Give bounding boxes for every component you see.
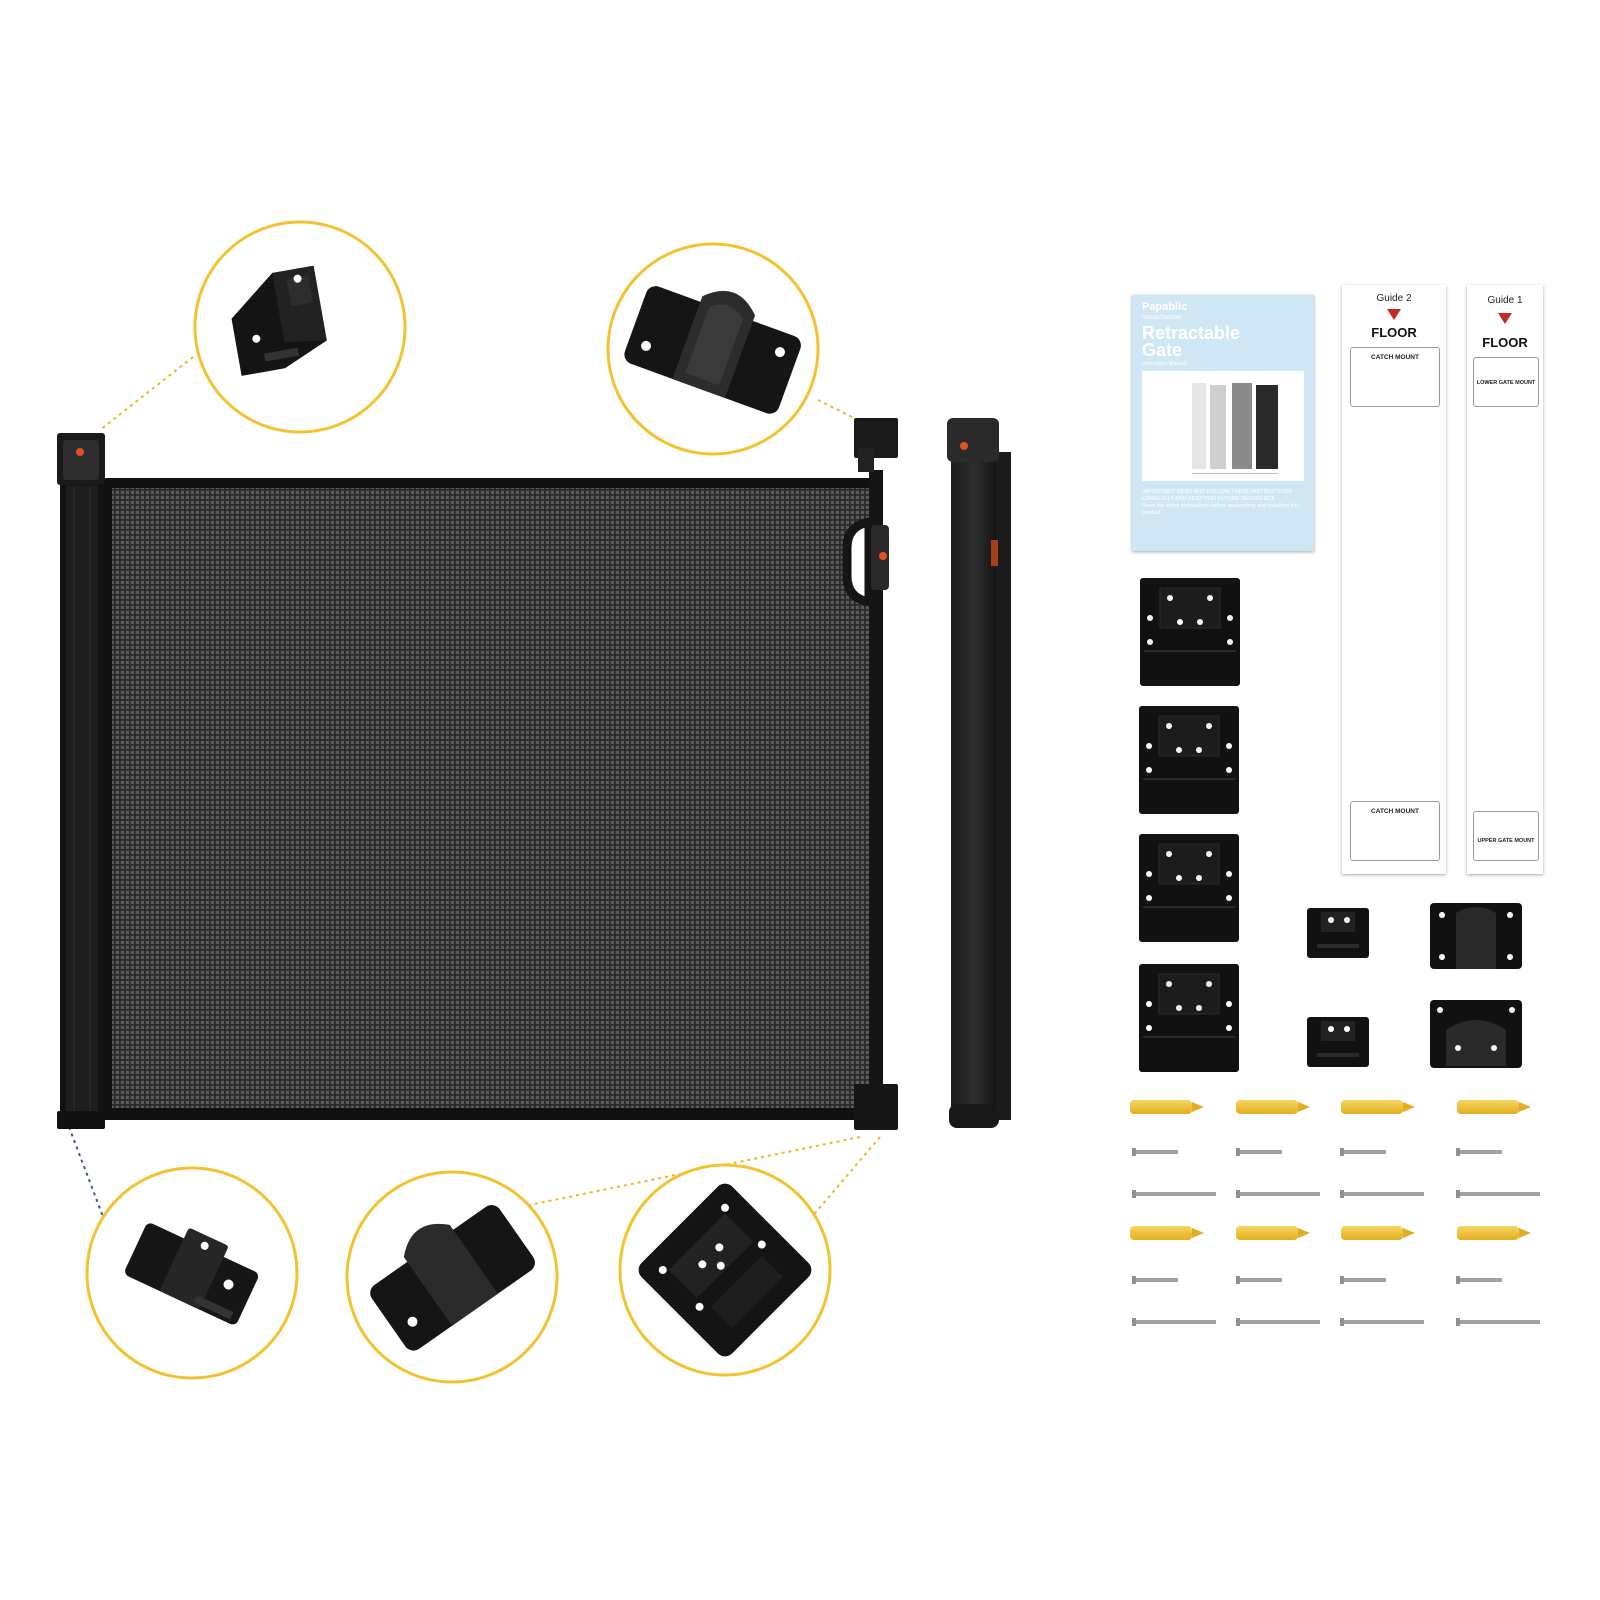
- manual-notice-heading: IMPORTANT! READ AND FOLLOW THESE INSTRUC…: [1142, 489, 1293, 502]
- manual-notice: IMPORTANT! READ AND FOLLOW THESE INSTRUC…: [1142, 489, 1308, 517]
- guide-1-bottom-mount-box: UPPER GATE MOUNT: [1473, 811, 1539, 861]
- gate-variants-icon: [1192, 383, 1278, 474]
- gate-mesh: [112, 488, 870, 1108]
- manual-title-line1: Retractable: [1142, 323, 1241, 343]
- mounting-plate: [1140, 578, 1240, 686]
- hook-bracket: [1430, 1000, 1522, 1068]
- long-screw: [1456, 1190, 1540, 1198]
- mounting-plate: [1139, 834, 1239, 942]
- guide-2-top-mount-label: CATCH MOUNT: [1371, 354, 1419, 361]
- callout-circle-3: [85, 1166, 299, 1380]
- hook-mount-icon: [624, 286, 801, 414]
- small-bracket: [1307, 908, 1369, 958]
- gate-handle-icon: [842, 516, 874, 608]
- wall-anchor: [1457, 1100, 1531, 1114]
- long-screw: [1132, 1318, 1216, 1326]
- floor-plate-icon: [638, 1183, 812, 1357]
- long-screw: [1340, 1190, 1424, 1198]
- callout-circle-2: [606, 242, 820, 456]
- callout-circle-4: [345, 1170, 559, 1384]
- small-brackets: [1307, 903, 1522, 1068]
- manual-title-line2: Gate: [1142, 340, 1183, 360]
- guide-1-top-mount-box: LOWER GATE MOUNT: [1473, 357, 1539, 407]
- short-screw: [1132, 1276, 1178, 1284]
- manual-cover-photo: [1142, 371, 1304, 481]
- manual-title: Retractable Gate: [1142, 323, 1241, 360]
- install-guide-1: Guide 1 FLOOR LOWER GATE MOUNT UPPER GAT…: [1467, 285, 1543, 874]
- hook-mount-icon: [370, 1205, 535, 1351]
- manual-brand: Papablic: [1142, 301, 1188, 313]
- install-guide-2: Guide 2 FLOOR CATCH MOUNT CATCH MOUNT: [1342, 285, 1446, 874]
- long-screw: [1236, 1318, 1320, 1326]
- rolled-gate-tube: [947, 418, 1011, 1128]
- guide-2-floor: FLOOR: [1371, 325, 1417, 340]
- small-bracket: [1307, 1017, 1369, 1067]
- short-screw: [1236, 1276, 1282, 1284]
- manual-notice-detail: Read the entire instructions before asse…: [1142, 503, 1300, 516]
- guide-2-top-mount-box: CATCH MOUNT: [1350, 347, 1440, 407]
- tube-release-button-icon: [960, 442, 968, 450]
- guide-1-name: Guide 1: [1487, 295, 1523, 306]
- long-screw: [1456, 1318, 1540, 1326]
- wall-anchor: [1341, 1100, 1415, 1114]
- short-screw: [1456, 1276, 1502, 1284]
- hardware: [1130, 1100, 1540, 1326]
- gate-bottom-mount: [854, 1084, 898, 1130]
- guide-2-bottom-mount-label: CATCH MOUNT: [1371, 808, 1419, 815]
- callout-circle-5: [618, 1163, 832, 1377]
- manual-subtitle: Instruction Manual: [1142, 361, 1187, 367]
- retractable-gate: [57, 418, 898, 1130]
- wall-anchor: [1130, 1226, 1204, 1240]
- wall-anchor: [1236, 1226, 1310, 1240]
- mounting-plate: [1139, 964, 1239, 1072]
- callout-circle-1: [193, 220, 407, 434]
- mounting-plates: [1139, 578, 1240, 1072]
- gate-release-button-icon: [76, 448, 84, 456]
- short-screw: [1132, 1148, 1178, 1156]
- long-screw: [1236, 1190, 1320, 1198]
- guide-1-floor: FLOOR: [1482, 335, 1528, 350]
- gate-side-rail: [869, 470, 883, 1120]
- wall-anchor: [1341, 1226, 1415, 1240]
- hook-bracket: [1430, 903, 1522, 969]
- guide-2-name: Guide 2: [1376, 293, 1412, 304]
- guide-1-bottom-mount-label: UPPER GATE MOUNT: [1477, 838, 1535, 844]
- short-screw: [1236, 1148, 1282, 1156]
- wall-bracket-icon: [125, 1223, 259, 1325]
- wall-anchor: [1236, 1100, 1310, 1114]
- instruction-manual: Papablic Indoor/Outdoor Retractable Gate…: [1132, 295, 1314, 551]
- mounting-plate: [1139, 706, 1239, 814]
- long-screw: [1340, 1318, 1424, 1326]
- long-screw: [1132, 1190, 1216, 1198]
- wall-anchor: [1457, 1226, 1531, 1240]
- guide-2-bottom-mount-box: CATCH MOUNT: [1350, 801, 1440, 861]
- wall-anchor: [1130, 1100, 1204, 1114]
- short-screw: [1340, 1276, 1386, 1284]
- manual-tagline: Indoor/Outdoor: [1142, 315, 1183, 321]
- wall-bracket-icon: [231, 265, 327, 376]
- guide-2-arrow-icon: [1387, 309, 1401, 320]
- short-screw: [1456, 1148, 1502, 1156]
- guide-1-top-mount-label: LOWER GATE MOUNT: [1476, 380, 1536, 386]
- short-screw: [1340, 1148, 1386, 1156]
- guide-1-arrow-icon: [1498, 313, 1512, 324]
